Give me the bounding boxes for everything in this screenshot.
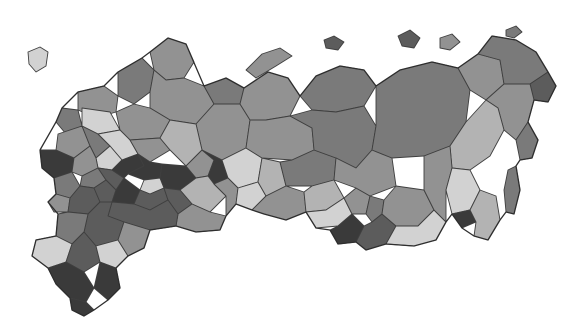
- region-novaya-zemlya[interactable]: [245, 47, 293, 79]
- region-new-siberian[interactable]: [439, 33, 461, 51]
- region-severnaya-zemlya[interactable]: [397, 29, 421, 49]
- region-franz-josef[interactable]: [323, 35, 345, 51]
- region-karelia[interactable]: [117, 57, 155, 105]
- region-wrangel[interactable]: [505, 25, 523, 39]
- country-outline: [31, 35, 557, 317]
- region-caucasus-tip[interactable]: [69, 297, 95, 317]
- region-zabaykalsky[interactable]: [423, 145, 453, 223]
- region-taimyr[interactable]: [299, 65, 377, 113]
- region-kostroma[interactable]: [129, 137, 171, 163]
- region-yamal[interactable]: [239, 71, 301, 121]
- region-belgorod[interactable]: [47, 193, 71, 213]
- region-kaliningrad[interactable]: [27, 46, 49, 73]
